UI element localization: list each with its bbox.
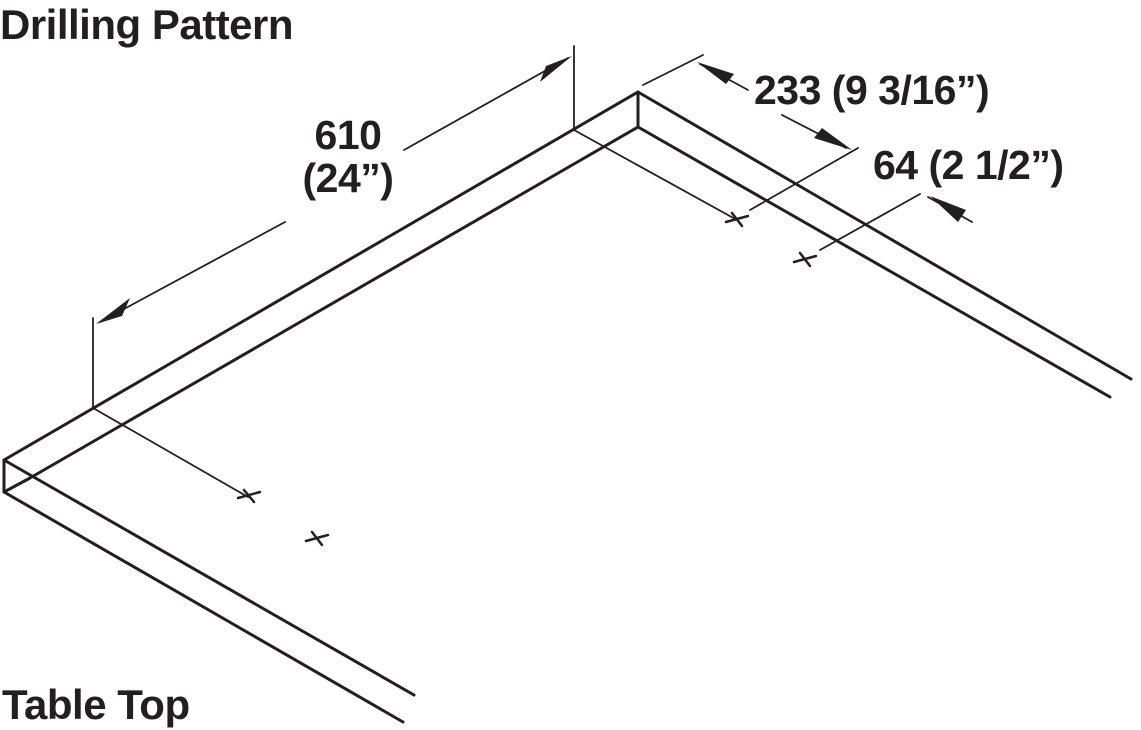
diagram-title: Drilling Pattern (0, 1, 294, 48)
hole-marker-1 (236, 488, 262, 504)
dimension-64-label: 64 (2 1/2”) (873, 142, 1064, 188)
left-bottom-edge (2, 490, 405, 724)
dim-line-610-upper (403, 57, 569, 151)
dimension-lines (92, 45, 973, 498)
leader-64 (819, 193, 921, 251)
hole-markers (236, 211, 818, 547)
hole-marker-4 (792, 251, 818, 268)
ext-line-233-b (749, 147, 859, 211)
arrow-233-left (697, 62, 734, 84)
hidden-edge-left (28, 125, 640, 480)
arrow-610-right (540, 56, 572, 82)
arrow-233-right (814, 128, 852, 150)
hidden-edge-right (636, 125, 1112, 399)
ext-line-233-a (642, 54, 704, 86)
hole-marker-3 (724, 211, 750, 228)
left-front-edge (2, 458, 416, 697)
hole-line-left (92, 407, 249, 498)
dimension-610-mm: 610 (314, 112, 382, 158)
left-end-face (2, 458, 32, 494)
diagram-subtitle: Table Top (2, 681, 190, 728)
hole-marker-2 (304, 530, 330, 547)
dimension-233-label: 233 (9 3/16”) (754, 67, 990, 113)
arrow-610-left (96, 298, 130, 324)
hidden-edges (28, 90, 1112, 480)
dimension-610-inch: (24”) (302, 155, 394, 202)
arrow-64 (930, 196, 966, 222)
hole-line-mid (573, 129, 738, 221)
dimension-610-label: 610 (24”) (292, 112, 404, 202)
arrowheads (96, 56, 966, 324)
dim-line-610-lower (99, 221, 286, 323)
